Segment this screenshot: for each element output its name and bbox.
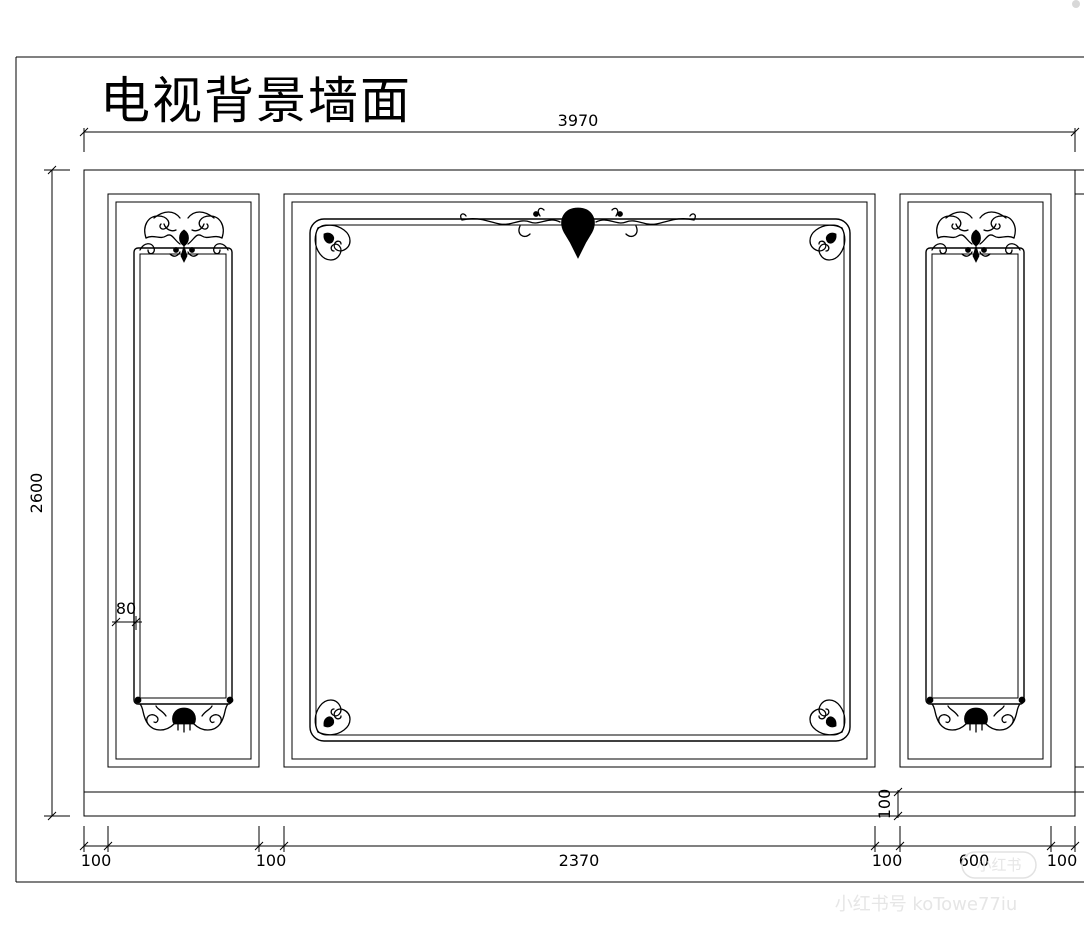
left-panel-bottom-ornament (134, 696, 234, 733)
center-top-ornament (460, 207, 696, 259)
dim-center-panel-width: 2370 (559, 851, 600, 870)
dim-overall-height: 2600 (27, 165, 70, 821)
right-panel-bottom-ornament (926, 696, 1026, 733)
dim-skirting-height-label: 100 (875, 789, 894, 820)
center-panel (283, 193, 876, 768)
center-corner-tr (809, 224, 846, 261)
center-corner-br (809, 699, 846, 736)
center-corner-bl (314, 699, 351, 736)
dim-bottom-chain: 100 100 2370 100 600 100 (79, 826, 1080, 870)
sheet-border (15, 56, 1084, 883)
watermark: 小红书 小红书号 koTowe77iu (835, 851, 1037, 915)
dim-frame-width-label: 80 (116, 599, 136, 618)
dim-overall-height-label: 2600 (27, 473, 46, 514)
dim-bottom-left-margin: 100 (81, 851, 112, 870)
watermark-account: 小红书号 koTowe77iu (835, 894, 1018, 915)
drawing-title: 电视背景墙面 (100, 72, 412, 130)
dim-bottom-right-margin: 100 (1047, 851, 1078, 870)
dim-skirting-height: 100 (875, 787, 916, 821)
watermark-badge-outline (961, 851, 1037, 879)
watermark-badge-text: 小红书 (976, 856, 1021, 874)
dim-bottom-gap-left: 100 (256, 851, 287, 870)
dim-overall-width-label: 3970 (558, 111, 599, 130)
dim-bottom-gap-right: 100 (872, 851, 903, 870)
dim-overall-width: 3970 (79, 111, 1080, 152)
corner-dot (1072, 0, 1080, 8)
wall-outline (83, 169, 1084, 817)
center-corner-tl (314, 224, 351, 261)
left-panel (107, 193, 260, 768)
right-panel (899, 193, 1052, 768)
dim-frame-width: 80 (111, 599, 142, 630)
